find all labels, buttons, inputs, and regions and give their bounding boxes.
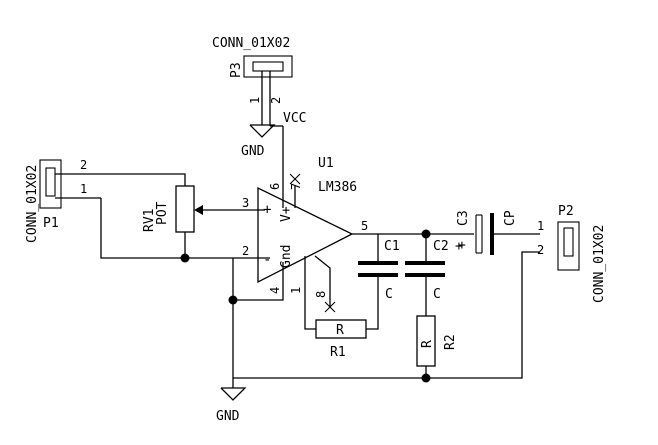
capacitor-c3: C3 CP + [456, 210, 540, 255]
p1-value: CONN_01X02 [25, 165, 40, 243]
connector-p2: P2 CONN_01X02 1 2 [537, 204, 607, 303]
c3-ref: C3 [456, 210, 471, 226]
p3-value: CONN_01X02 [212, 36, 290, 51]
gnd-bottom-label: GND [216, 409, 240, 424]
u1-ref: U1 [318, 156, 334, 171]
wire-u1-pin1 [304, 256, 316, 330]
p3-pin2: 2 [269, 97, 283, 104]
u1-value: LM386 [318, 180, 357, 195]
capacitor-c1: C1 C [358, 234, 400, 302]
gnd-top-symbol: GND [241, 88, 276, 159]
u1-plus: + [263, 202, 271, 218]
u1-pin6: 6 [268, 183, 282, 190]
vcc-label: VCC [283, 111, 306, 126]
junction-dot [180, 253, 190, 263]
p3-pin1: 1 [248, 97, 262, 104]
p2-value: CONN_01X02 [592, 225, 607, 303]
u1-pin2: 2 [242, 244, 249, 258]
p2-ref: P2 [558, 204, 574, 219]
gnd-bottom-symbol: GND [216, 387, 247, 424]
vcc-net: VCC [269, 88, 306, 208]
pot-rv1: RV1 POT [142, 185, 265, 263]
r1-ref: R1 [330, 345, 346, 360]
wire-u1-pin4 [233, 262, 284, 301]
resistor-r2: R R2 [416, 315, 458, 383]
connector-p1: CONN_01X02 P1 2 1 [25, 158, 101, 243]
rv1-ref: RV1 [142, 209, 157, 232]
c3-plus: + [458, 238, 466, 253]
u1-pin5: 5 [361, 219, 368, 233]
c2-ref: C2 [433, 239, 449, 254]
u1-minus: - [263, 252, 271, 268]
u1-vplus: V+ [279, 206, 294, 222]
wire-gnd-rail [233, 251, 540, 379]
c1-value: C [385, 287, 393, 302]
wire-p1-pot [101, 173, 186, 186]
connector-p3: CONN_01X02 P3 1 2 [212, 36, 293, 104]
c3-value: CP [503, 210, 518, 226]
c1-ref: C1 [384, 239, 400, 254]
p1-ref: P1 [43, 216, 59, 231]
c2-value: C [433, 287, 441, 302]
p2-pin2: 2 [537, 243, 544, 257]
u1-pin7: 7 [289, 183, 303, 190]
u1-gnd: Gnd [279, 245, 294, 268]
p2-pin1: 1 [537, 219, 544, 233]
u1-pin4: 4 [268, 287, 282, 294]
rv1-value: POT [155, 201, 170, 225]
c2-plus: + [455, 239, 463, 254]
p1-pin2: 2 [80, 158, 87, 172]
r2-value: R [420, 340, 435, 348]
r1-value: R [336, 323, 344, 338]
r2-ref: R2 [443, 334, 458, 350]
opamp-u1: + - V+ Gnd U1 LM386 3 2 6 7 5 4 1 8 [242, 156, 368, 313]
p3-ref: P3 [229, 62, 244, 78]
capacitor-c2: C2 + C [405, 234, 463, 316]
wire-p1-gnd [100, 198, 270, 259]
u1-pin3: 3 [242, 196, 249, 210]
resistor-r1: R R1 [315, 282, 379, 360]
u1-pin8: 8 [314, 291, 328, 298]
p1-pin1: 1 [80, 182, 87, 196]
gnd-top-label: GND [241, 144, 265, 159]
u1-pin1: 1 [289, 287, 303, 294]
